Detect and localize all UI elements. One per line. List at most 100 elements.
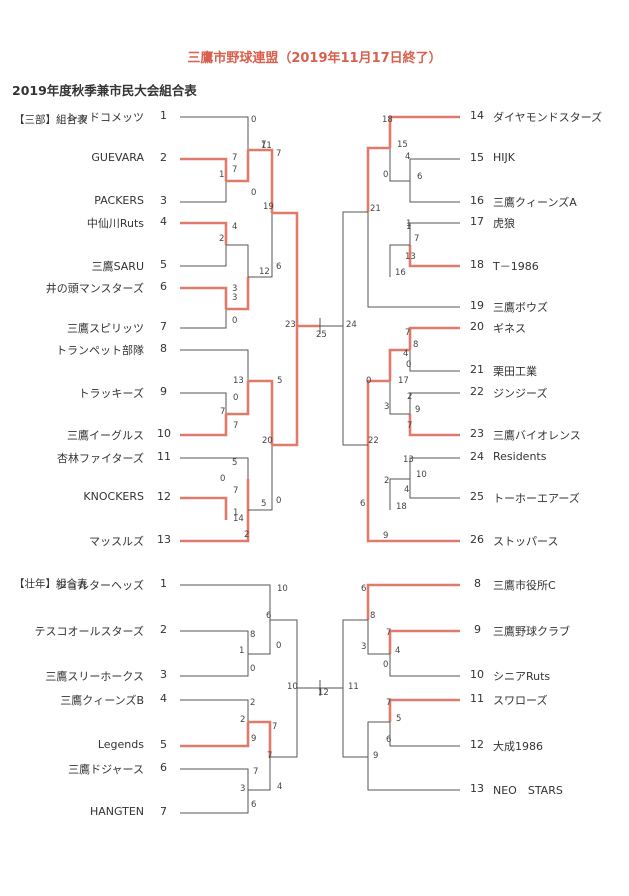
sonen-team-12-name: 大成1986 — [493, 740, 543, 753]
winner-line-70 — [388, 698, 460, 722]
sonen-score-25: 5 — [396, 714, 402, 724]
sanbu-score-21: 4 — [405, 152, 411, 162]
bracket-line-72 — [367, 721, 390, 757]
sonen-team-10-number: 10 — [470, 668, 484, 681]
sonen-score-4: 1 — [239, 646, 245, 656]
bracket-line-9 — [226, 244, 249, 277]
sonen-score-27: 9 — [373, 751, 379, 761]
sanbu-team-26-name: ストッパース — [493, 535, 559, 548]
sanbu-team-23-name: 三鷹バイオレンス — [493, 429, 581, 442]
sanbu-score-53: 20 — [262, 436, 273, 446]
sanbu-team-13-name: マッスルズ — [89, 535, 144, 548]
sanbu-team-19-name: 三鷹ボウズ — [493, 301, 548, 314]
sanbu-team-12-name: KNOCKERS — [83, 490, 144, 503]
sanbu-score-61: 1 — [233, 508, 239, 518]
sanbu-score-15: 0 — [232, 316, 238, 326]
sanbu-team-6-name: 井の頭マンスターズ — [45, 282, 144, 295]
bracket-line-69 — [342, 619, 368, 688]
sonen-team-2-number: 2 — [160, 623, 167, 636]
sanbu-score-10: 4 — [232, 222, 238, 232]
sanbu-team-17-name: 虎狼 — [493, 217, 515, 230]
sanbu-score-35: 2 — [407, 392, 413, 402]
bracket-line-60 — [180, 790, 249, 814]
page-title: 三鷹市野球連盟（2019年11月17日終了） — [187, 51, 442, 66]
sonen-team-2-name: テスコオールスターズ — [34, 625, 144, 638]
bracket-line-30 — [389, 148, 410, 182]
sonen-score-3: 0 — [276, 641, 282, 651]
sonen-score-9: 6 — [361, 584, 367, 594]
sanbu-score-28: 13 — [405, 252, 416, 262]
sanbu-team-22-name: ジンジーズ — [493, 387, 548, 400]
sanbu-score-39: 0 — [406, 360, 412, 370]
bracket-line-13 — [180, 349, 249, 381]
winner-line-38 — [408, 326, 460, 350]
sonen-team-6-number: 6 — [160, 761, 167, 774]
sanbu-team-26-number: 26 — [470, 533, 484, 546]
winner-line-4 — [248, 148, 274, 213]
sanbu-team-23-number: 23 — [470, 427, 484, 440]
sonen-score-18: 7 — [272, 722, 278, 732]
bracket-line-18 — [180, 457, 249, 479]
sonen-team-5-number: 5 — [160, 738, 167, 751]
sanbu-score-14: 3 — [232, 293, 238, 303]
bracket-line-68 — [367, 620, 390, 655]
sonen-team-7-name: HANGTEN — [89, 805, 144, 818]
sanbu-team-8-name: トランペット部隊 — [56, 344, 144, 357]
sanbu-score-30: 7 — [405, 328, 411, 338]
sanbu-score-51: 7 — [220, 407, 226, 417]
sonen-score-11: 7 — [386, 628, 392, 638]
sanbu-team-10-number: 10 — [157, 427, 171, 440]
bracket-line-61 — [248, 757, 271, 791]
sanbu-team-9-number: 9 — [160, 385, 167, 398]
winner-line-3 — [226, 150, 250, 183]
sanbu-team-14-number: 14 — [470, 109, 484, 122]
sanbu-score-59: 0 — [276, 496, 282, 506]
winner-line-31 — [366, 146, 390, 212]
winner-line-10 — [226, 277, 250, 311]
bracket-line-22 — [248, 445, 273, 511]
sonen-team-13-number: 13 — [470, 782, 484, 795]
bracket-line-45 — [409, 457, 460, 479]
sanbu-score-8: 7 — [276, 149, 282, 159]
winner-line-58 — [248, 720, 272, 757]
sanbu-score-31: 8 — [413, 340, 419, 350]
sonen-score-21: 3 — [240, 784, 246, 794]
sanbu-score-57: 5 — [261, 499, 267, 509]
sanbu-score-5: 7 — [232, 153, 238, 163]
winner-line-57 — [180, 722, 250, 748]
sanbu-score-3: 0 — [251, 188, 257, 198]
sanbu-score-23: 6 — [417, 172, 423, 182]
sanbu-score-47: 9 — [383, 531, 389, 541]
sanbu-team-24-name: Residents — [493, 450, 547, 463]
sonen-team-8-name: 三鷹市役所C — [493, 579, 556, 592]
bracket-line-29 — [409, 181, 460, 203]
sonen-team-8-number: 8 — [474, 577, 481, 590]
sanbu-team-2-number: 2 — [160, 151, 167, 164]
bracket-line-14 — [180, 392, 227, 414]
sanbu-score-33: 0 — [366, 376, 372, 386]
bracket-line-43 — [389, 381, 410, 415]
sanbu-score-49: 5 — [277, 376, 283, 386]
sanbu-team-16-name: 三鷹クィーンズA — [493, 196, 577, 209]
sanbu-team-15-number: 15 — [470, 151, 484, 164]
sanbu-team-5-number: 5 — [160, 258, 167, 271]
sanbu-score-2: 1 — [219, 170, 225, 180]
sanbu-team-8-number: 8 — [160, 342, 167, 355]
sanbu-team-17-number: 17 — [470, 215, 484, 228]
sanbu-score-34: 17 — [398, 376, 409, 386]
sanbu-team-19-number: 19 — [470, 299, 484, 312]
winner-line-66 — [388, 629, 460, 654]
sanbu-score-25: 21 — [370, 204, 381, 214]
winner-line-7 — [180, 286, 228, 309]
sanbu-team-18-name: T－1986 — [493, 260, 539, 273]
sanbu-score-54: 5 — [232, 458, 238, 468]
sonen-team-3-name: 三鷹スリーホークス — [45, 670, 144, 683]
sonen-team-3-number: 3 — [160, 668, 167, 681]
sanbu-score-29: 16 — [395, 268, 406, 278]
sanbu-team-4-name: 中仙川Ruts — [86, 217, 144, 230]
bracket-line-67 — [389, 654, 460, 677]
sonen-score-8: 11 — [348, 682, 359, 692]
sonen-team-10-name: シニアRuts — [493, 670, 551, 683]
winner-line-5 — [180, 221, 228, 245]
